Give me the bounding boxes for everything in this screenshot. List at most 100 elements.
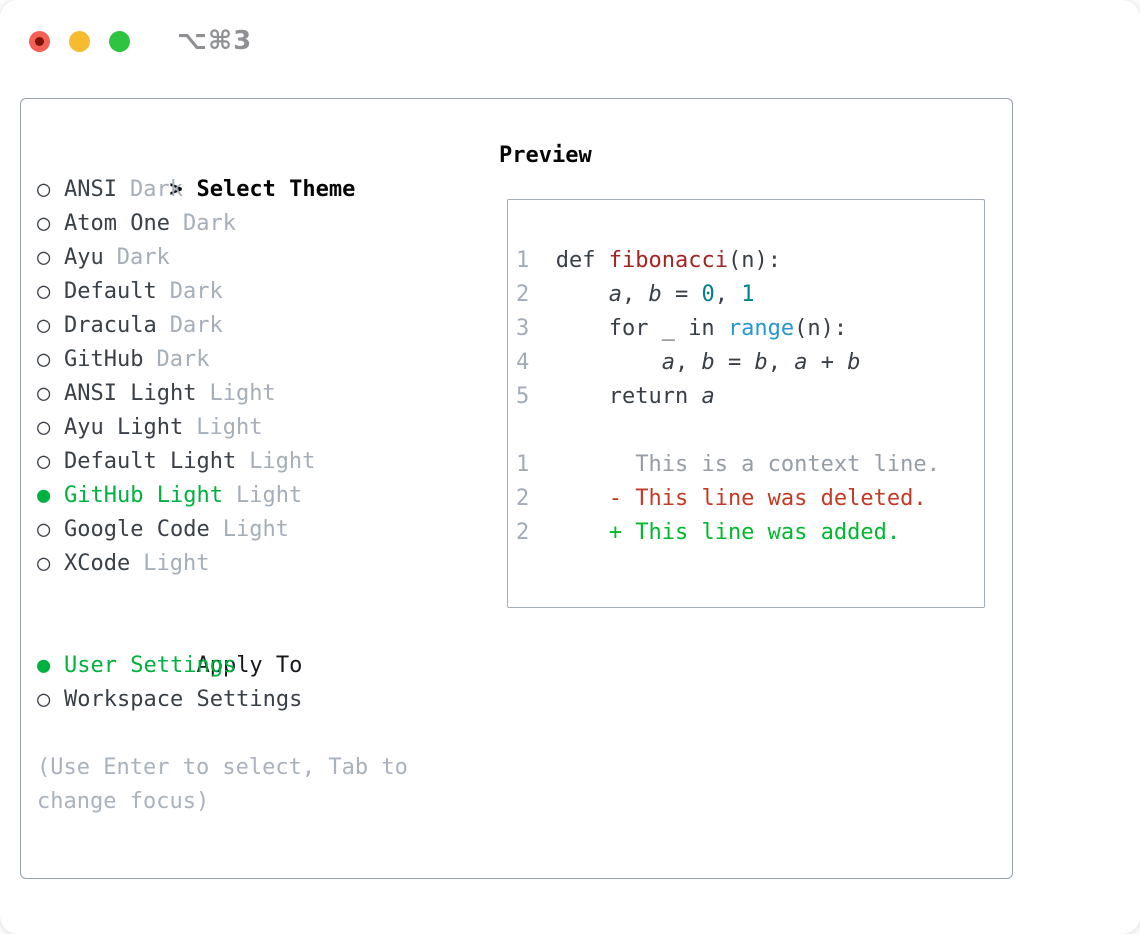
code-segment: (n): (727, 248, 781, 273)
theme-name: Ayu Light (64, 415, 184, 440)
help-text: (Use Enter to select, Tab to change focu… (37, 755, 408, 814)
theme-variant: Light (249, 449, 316, 474)
theme-list-item[interactable]: ○ Atom One Dark (37, 207, 433, 241)
code-line: 1 def fibonacci(n): (516, 244, 976, 278)
theme-variant: Light (209, 381, 276, 406)
code-segment (529, 452, 635, 477)
radio-empty-icon: ○ (37, 551, 51, 576)
radio-empty-icon: ○ (37, 177, 51, 202)
code-line: 2 a, b = 0, 1 (516, 278, 976, 312)
code-line: 2 + This line was added. (516, 516, 976, 550)
theme-name: Ayu (64, 245, 104, 270)
code-line: 2 - This line was deleted. (516, 482, 976, 516)
code-line: 3 for _ in range(n): (516, 312, 976, 346)
code-line: 1 This is a context line. (516, 448, 976, 482)
code-segment: , (674, 350, 702, 375)
code-segment: = (714, 350, 755, 375)
apply-to-header: Apply To (37, 615, 433, 678)
code-segment (529, 486, 608, 511)
code-segment: return (529, 384, 702, 409)
code-segment: b (847, 350, 861, 375)
radio-empty-icon: ○ (37, 687, 51, 712)
code-line: 4 a, b = b, a + b (516, 346, 976, 380)
theme-name: Default (64, 279, 157, 304)
radio-selected-icon: ● (37, 653, 51, 678)
radio-empty-icon: ○ (37, 347, 51, 372)
code-segment: range (727, 316, 795, 341)
apply-to-item[interactable]: ● User Settings (37, 649, 433, 683)
theme-name: ANSI (64, 177, 117, 202)
window-title: ⌥⌘3 (177, 26, 253, 56)
code-segment (529, 350, 661, 375)
theme-list-item[interactable]: ○ Ayu Dark (37, 241, 433, 275)
theme-name: XCode (64, 551, 131, 576)
code-segment: b (648, 282, 662, 307)
radio-selected-icon: ● (37, 483, 51, 508)
theme-list-item[interactable]: ○ ANSI Dark (37, 173, 433, 207)
code-segment: + This line was added. (608, 520, 901, 545)
code-segment (529, 282, 608, 307)
code-segment: a (701, 384, 715, 409)
theme-variant: Dark (129, 177, 183, 202)
apply-to-item[interactable]: ○ Workspace Settings (37, 683, 433, 717)
theme-list-title: Select Theme (196, 177, 356, 202)
theme-list-item[interactable]: ○ Default Light Light (37, 445, 433, 479)
code-segment: a (661, 350, 675, 375)
apply-to-title: Apply To (196, 653, 303, 678)
code-segment: b (754, 350, 768, 375)
code-segment: , (714, 282, 742, 307)
radio-empty-icon: ○ (37, 245, 51, 270)
theme-name: Atom One (64, 211, 170, 236)
code-segment: 1 (741, 282, 755, 307)
theme-name: GitHub (64, 347, 144, 372)
theme-variant: Dark (116, 245, 170, 270)
code-segment: a (608, 282, 622, 307)
theme-list-item[interactable]: ○ XCode Light (37, 547, 433, 581)
theme-variant: Dark (169, 279, 223, 304)
radio-empty-icon: ○ (37, 211, 51, 236)
code-segment: fibonacci (608, 248, 728, 273)
code-segment: 1 (516, 452, 530, 477)
theme-variant: Light (235, 483, 303, 508)
theme-variant: Light (222, 517, 289, 542)
theme-variant: Light (143, 551, 210, 576)
theme-name: Google Code (64, 517, 210, 542)
theme-list-item[interactable]: ○ GitHub Dark (37, 343, 433, 377)
code-segment: def (529, 248, 609, 273)
theme-name: Default Light (64, 449, 237, 474)
code-segment: - This line was deleted. (608, 486, 927, 511)
apply-to-name: User Settings (64, 653, 237, 678)
preview-title: Preview (499, 143, 592, 168)
code-segment: 2 (516, 520, 530, 545)
zoom-button[interactable] (109, 30, 130, 52)
code-segment: + (807, 350, 848, 375)
close-button[interactable] (29, 30, 50, 52)
radio-empty-icon: ○ (37, 415, 51, 440)
theme-variant: Dark (169, 313, 223, 338)
theme-variant: Dark (156, 347, 210, 372)
theme-list-header: > Select Theme (37, 139, 433, 202)
apply-to-name: Workspace Settings (64, 687, 303, 712)
code-segment (529, 520, 608, 545)
code-segment: a (794, 350, 808, 375)
minimize-button[interactable] (69, 30, 90, 52)
code-segment: for _ in (529, 316, 728, 341)
theme-variant: Dark (182, 211, 236, 236)
code-segment: 5 (516, 384, 530, 409)
code-segment: 2 (516, 282, 530, 307)
radio-empty-icon: ○ (37, 449, 51, 474)
cursor-marker-icon: > (169, 177, 183, 202)
apply-to-group: Apply To ● User Settings ○ Workspace Settin… (37, 615, 433, 717)
